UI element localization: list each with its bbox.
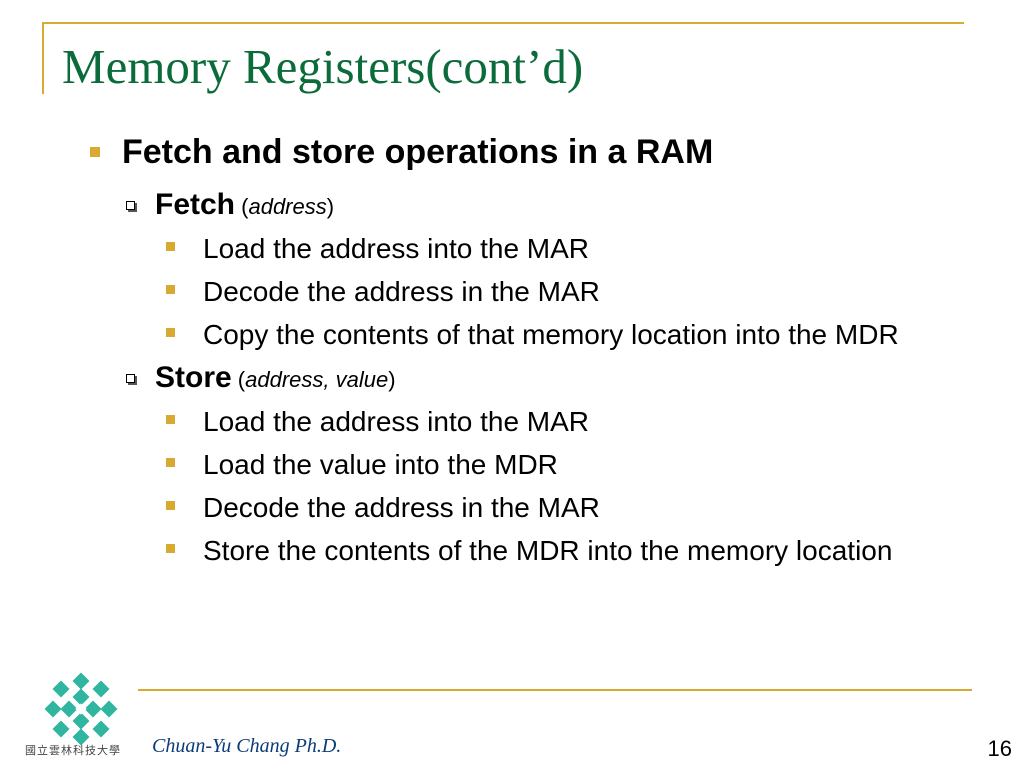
store-step-text: Decode the address in the MAR (203, 492, 600, 523)
store-heading: Store (155, 361, 232, 394)
author-name: Chuan-Yu Chang Ph.D. (152, 735, 342, 757)
square-bullet-icon (166, 242, 175, 251)
square-bullet-icon (166, 544, 175, 553)
store-step-text: Load the value into the MDR (203, 449, 558, 480)
main-bullet-text: Fetch and store operations in a RAM (122, 133, 714, 171)
square-bullet-icon (166, 285, 175, 294)
fetch-args: address (248, 194, 327, 219)
store-close-paren: ) (388, 367, 396, 392)
slide-content: Fetch and store operations in a RAM Fetc… (90, 128, 950, 571)
fetch-step: Copy the contents of that memory locatio… (166, 312, 950, 355)
frame-top-line (42, 22, 964, 24)
fetch-step-text: Copy the contents of that memory locatio… (203, 319, 899, 350)
footer-divider (138, 689, 972, 691)
fetch-bullet: Fetch (address) (126, 186, 950, 226)
fetch-step-text: Decode the address in the MAR (203, 276, 600, 307)
main-bullet: Fetch and store operations in a RAM (90, 128, 950, 176)
slide-title: Memory Registers(cont’d) (62, 39, 584, 94)
store-open-paren: ( (231, 367, 246, 392)
store-step: Load the value into the MDR (166, 442, 950, 485)
store-step-text: Load the address into the MAR (203, 406, 590, 437)
university-logo-icon (44, 672, 118, 746)
fetch-step-text: Load the address into the MAR (203, 233, 590, 264)
store-step: Decode the address in the MAR (166, 485, 950, 528)
fetch-heading: Fetch (155, 188, 236, 221)
square-bullet-icon (166, 501, 175, 510)
fetch-close-paren: ) (326, 194, 335, 219)
university-name: 國立雲林科技大學 (25, 744, 121, 757)
store-step: Store the contents of the MDR into the m… (166, 528, 950, 571)
store-args: address, value (245, 367, 389, 392)
store-step-text: Store the contents of the MDR into the m… (203, 535, 893, 566)
fetch-open-paren: ( (235, 194, 249, 219)
store-step: Load the address into the MAR (166, 399, 950, 442)
square-bullet-icon (166, 415, 175, 424)
square-bullet-icon (90, 147, 100, 157)
fetch-step: Load the address into the MAR (166, 226, 950, 269)
frame-left-line (42, 22, 44, 94)
square-bullet-icon (166, 328, 175, 337)
store-bullet: Store (address, value) (126, 359, 950, 399)
hollow-square-bullet-icon (126, 201, 135, 210)
square-bullet-icon (166, 458, 175, 467)
store-bullet-text: Store (address, value) (155, 359, 396, 399)
hollow-square-bullet-icon (126, 374, 135, 383)
fetch-step: Decode the address in the MAR (166, 269, 950, 312)
fetch-bullet-text: Fetch (address) (155, 186, 334, 226)
page-number: 16 (987, 736, 1012, 761)
